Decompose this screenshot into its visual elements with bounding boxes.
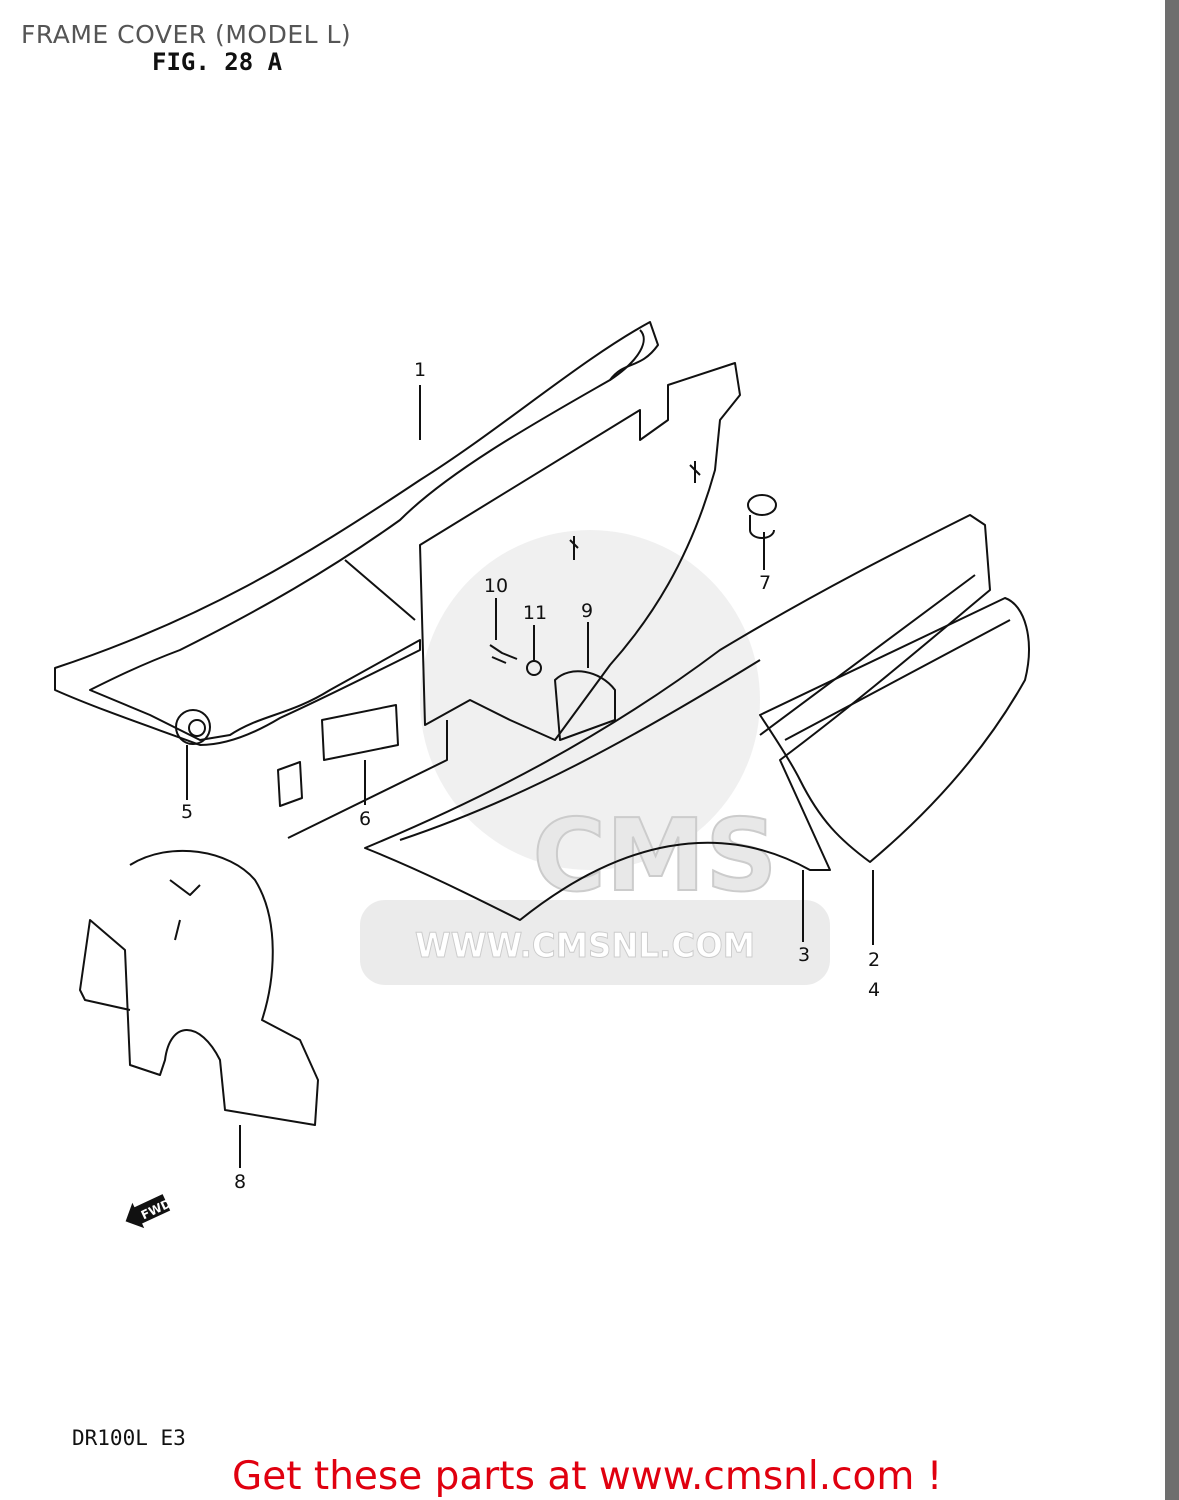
callout-5: 5: [181, 801, 193, 823]
svg-text:WWW.CMSNL.COM: WWW.CMSNL.COM: [415, 926, 755, 966]
promo-link[interactable]: Get these parts at www.cmsnl.com !: [232, 1454, 943, 1499]
callout-6: 6: [359, 808, 371, 830]
callout-7: 7: [759, 572, 771, 594]
model-code: DR100L E3: [72, 1426, 186, 1450]
part-7-grommet: [747, 494, 777, 539]
part-5-grommet: [175, 709, 211, 745]
svg-text:CMS: CMS: [533, 797, 778, 914]
part-panel: [419, 362, 741, 741]
part-9-cushion: [554, 670, 616, 741]
part-10-bolt: [489, 644, 518, 664]
callout-8: 8: [234, 1171, 246, 1193]
callout-11: 11: [523, 602, 547, 624]
part-2-emblem: [759, 597, 1030, 863]
right-edge-bar: [1165, 0, 1179, 1500]
part-8-plate: [79, 849, 319, 1126]
part-6-label: [277, 704, 448, 839]
figure-number: FIG. 28 A: [152, 48, 283, 76]
part-3-side-cover: [364, 514, 991, 921]
callout-1: 1: [414, 359, 426, 381]
cmsnl-watermark: WWW.CMSNL.COM CMS: [360, 530, 830, 985]
forward-arrow-icon: FWD: [125, 1194, 173, 1229]
page-title: FRAME COVER (MODEL L): [21, 20, 352, 49]
part-1-frame-cover: [54, 321, 659, 746]
callout-4: 4: [868, 979, 880, 1001]
part-11-washer: [526, 660, 542, 676]
callout-2: 2: [868, 949, 880, 971]
callout-3: 3: [798, 944, 810, 966]
callout-10: 10: [484, 575, 508, 597]
callout-9: 9: [581, 600, 593, 622]
